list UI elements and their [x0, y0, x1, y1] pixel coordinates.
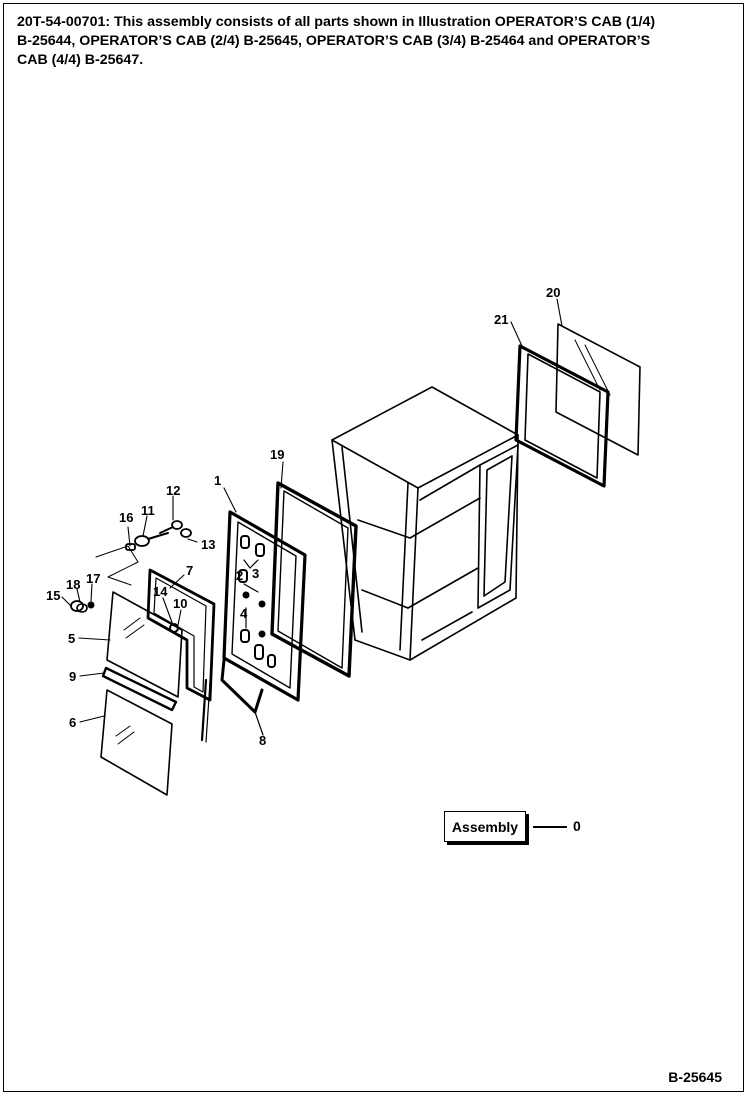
callout-2: 2 — [236, 568, 243, 583]
sash-7 — [146, 568, 216, 743]
fixed-glass-6 — [100, 689, 173, 796]
callout-17: 17 — [86, 571, 100, 586]
callout-11: 11 — [141, 503, 155, 518]
description-line-2: B-25644, OPERATOR’S CAB (2/4) B-25645, O… — [17, 33, 651, 49]
callout-9: 9 — [69, 669, 76, 684]
callout-7: 7 — [186, 563, 193, 578]
window-seal-19 — [270, 481, 358, 678]
rear-glass-20 — [555, 323, 641, 456]
leader-lines — [61, 298, 563, 723]
assembly-description: 20T-54-00701: This assembly consists of … — [17, 13, 717, 70]
callout-5: 5 — [68, 631, 75, 646]
callout-19: 19 — [270, 447, 284, 462]
callout-12: 12 — [166, 483, 180, 498]
callout-6: 6 — [69, 715, 76, 730]
cab-frame — [331, 386, 519, 661]
callout-14: 14 — [153, 584, 168, 599]
lower-seal-8 — [220, 658, 264, 736]
rear-seal-21 — [514, 344, 610, 488]
callout-4: 4 — [240, 606, 248, 621]
sliding-glass-5 — [106, 591, 183, 698]
callout-10: 10 — [173, 596, 187, 611]
callout-8: 8 — [259, 733, 266, 748]
description-line-1: 20T-54-00701: This assembly consists of … — [17, 14, 656, 30]
callout-3: 3 — [252, 566, 259, 581]
description-line-3: CAB (4/4) B-25647. — [17, 52, 144, 68]
callout-15: 15 — [46, 588, 60, 603]
rear-glass-assembly — [514, 323, 641, 488]
assembly-value: 0 — [573, 818, 581, 834]
rail-9 — [101, 666, 178, 712]
page-border — [3, 3, 744, 1092]
assembly-leader-line — [533, 826, 567, 828]
callout-21: 21 — [494, 312, 508, 327]
assembly-label-box: Assembly — [444, 811, 526, 842]
callout-13: 13 — [201, 537, 215, 552]
callout-18: 18 — [66, 577, 80, 592]
figure-id: B-25645 — [668, 1069, 722, 1085]
latch-hardware — [70, 520, 192, 613]
callout-1: 1 — [214, 473, 221, 488]
callout-16: 16 — [119, 510, 133, 525]
callout-20: 20 — [546, 285, 560, 300]
window-frame-1 — [222, 510, 307, 702]
callout-labels: 19 1 20 21 2 3 4 7 12 11 16 13 14 10 18 … — [46, 285, 560, 748]
